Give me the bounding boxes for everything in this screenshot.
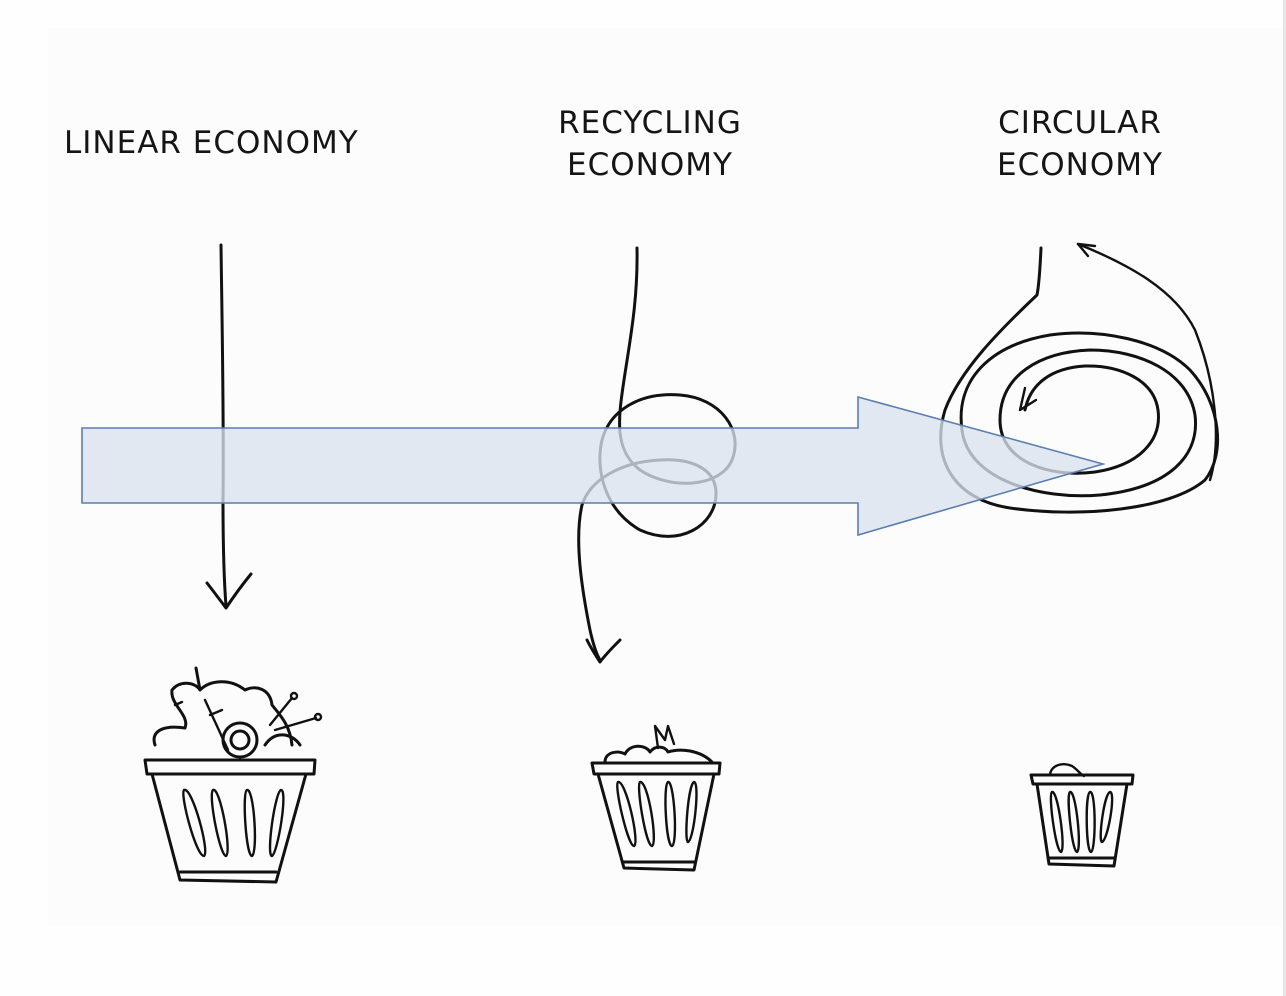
full-trash-bin-icon (143, 666, 323, 884)
label-circular-line1: CIRCULAR (998, 105, 1162, 141)
frame-edge (1283, 0, 1286, 996)
label-circular-line2: ECONOMY (997, 147, 1163, 183)
linear-flow-arrow (205, 243, 253, 610)
label-linear-economy: LINEAR ECONOMY (64, 122, 394, 164)
progress-arrow (81, 395, 1106, 537)
partial-trash-bin-icon (590, 724, 722, 872)
empty-trash-bin-icon (1029, 763, 1135, 868)
label-circular-economy: CIRCULAR ECONOMY (970, 102, 1190, 186)
label-recycling-line1: RECYCLING (558, 105, 742, 141)
label-recycling-line2: ECONOMY (567, 147, 733, 183)
label-recycling-economy: RECYCLING ECONOMY (530, 102, 770, 186)
label-linear-text: LINEAR ECONOMY (64, 125, 359, 161)
